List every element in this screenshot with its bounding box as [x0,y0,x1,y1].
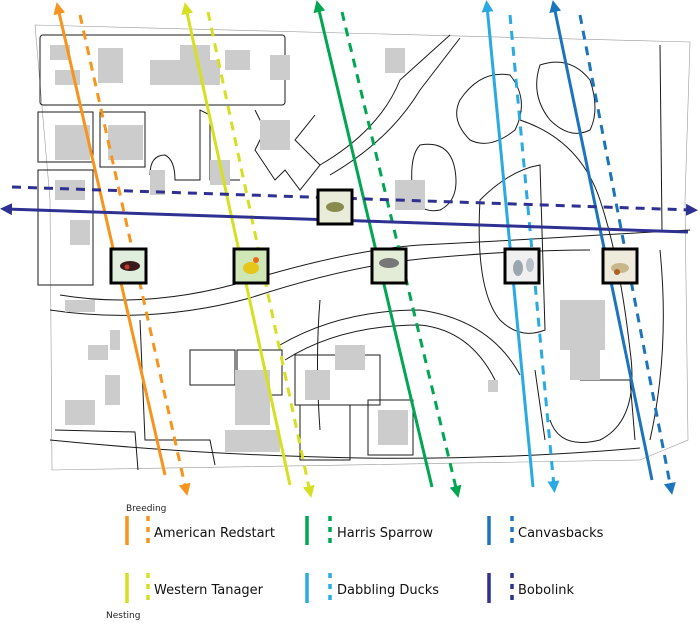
legend-item-bobolink: Bobolink [518,583,575,598]
bobolink-marker[interactable] [316,188,354,226]
american-redstart-marker[interactable] [109,247,148,285]
canvasbacks-breeding-route [549,0,654,481]
bird-photo-icon [120,261,140,271]
dabbling-ducks-breeding-route [481,0,535,488]
american-redstart-breeding-route [53,2,167,476]
dabbling-ducks-marker[interactable] [503,247,541,285]
bird-photo-icon [243,262,259,274]
western-tanager-breeding-route [181,2,292,486]
legend-item-dabbling-ducks: Dabbling Ducks [337,583,440,598]
buildings [50,45,605,452]
bird-photo-icon [326,202,344,212]
harris-sparrow-breeding-route [313,0,434,488]
legend-swatches [125,516,514,603]
bird-photo-icon [379,258,399,268]
western-tanager-marker[interactable] [232,247,270,285]
legend-nesting-label: Nesting [106,611,141,621]
legend-item-harris-sparrow: Harris Sparrow [337,526,433,541]
duck-photo-icon [513,260,523,276]
bird-markers [109,188,639,285]
legend-item-canvasbacks: Canvasbacks [518,526,604,541]
harris-sparrow-marker[interactable] [370,247,408,285]
legend-item-american-redstart: American Redstart [154,526,275,541]
canvasbacks-marker[interactable] [601,247,639,285]
legend-item-western-tanager: Western Tanager [154,583,264,598]
legend-breeding-label: Breeding [126,504,167,514]
duck-photo-icon [611,263,629,273]
